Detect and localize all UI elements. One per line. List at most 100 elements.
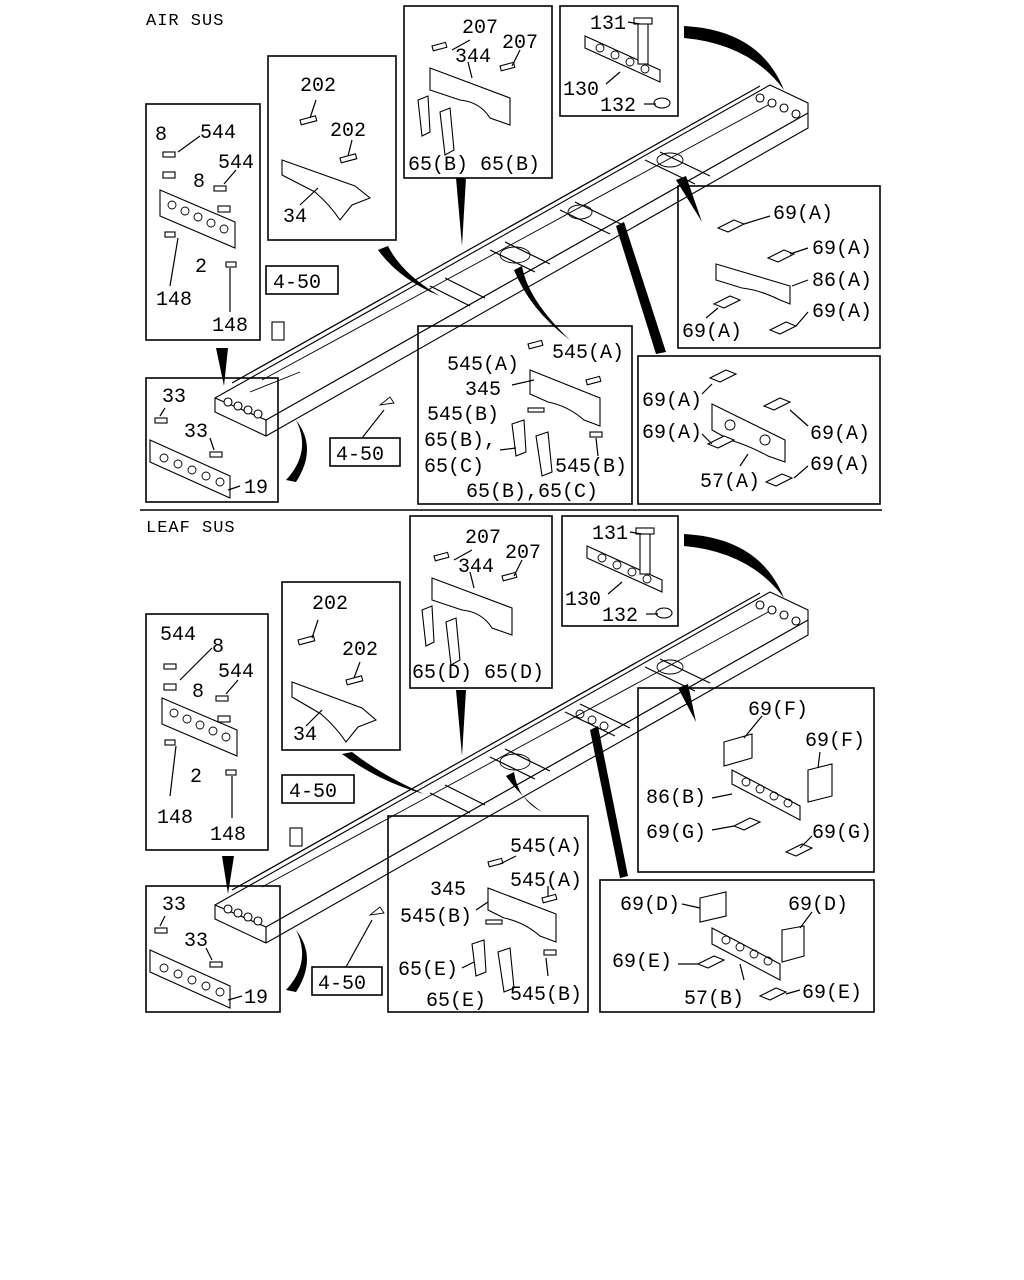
leaf-label-65d-1: 65(D) xyxy=(412,662,472,685)
leaf-crossmember-345-box: 545(A) 345 545(A) 545(B) 65(E) 65(E) 545… xyxy=(387,815,589,1013)
leaf-label-65e-1: 65(E) xyxy=(398,959,458,982)
leaf-label-2: 2 xyxy=(190,766,202,789)
air-callout-arrow-34 xyxy=(378,246,440,296)
air-frame-assembly xyxy=(214,84,809,437)
leaf-crossmember-19-box: 33 33 19 xyxy=(145,885,281,1013)
air-label-69a-8: 69(A) xyxy=(810,454,870,477)
leaf-label-69d-2: 69(D) xyxy=(788,894,848,917)
leaf-crossmember-344-box: 207 207 344 65(D) 65(D) xyxy=(409,515,553,689)
air-ref-label-2[interactable]: 4-50 xyxy=(336,444,384,467)
leaf-label-148a: 148 xyxy=(157,807,193,830)
air-label-33a: 33 xyxy=(162,386,186,409)
air-callout-arrow-19 xyxy=(286,420,307,482)
leaf-label-545a-1: 545(A) xyxy=(510,836,582,859)
air-label-202b: 202 xyxy=(330,120,366,143)
air-callout-arrow-344 xyxy=(456,178,466,246)
air-label-8a: 8 xyxy=(155,124,167,147)
leaf-label-19: 19 xyxy=(244,987,268,1010)
leaf-ref-4-50-upper[interactable]: 4-50 xyxy=(281,774,355,804)
air-label-69a-2: 69(A) xyxy=(812,238,872,261)
air-label-69a-1: 69(A) xyxy=(773,203,833,226)
air-label-69a-4: 69(A) xyxy=(682,321,742,344)
air-label-202a: 202 xyxy=(300,75,336,98)
leaf-label-344: 344 xyxy=(458,556,494,579)
leaf-label-202a: 202 xyxy=(312,593,348,616)
leaf-bracket-86b-box: 69(F) 69(F) 86(B) 69(G) 69(G) xyxy=(637,687,875,873)
leaf-label-86b: 86(B) xyxy=(646,787,706,810)
leaf-label-57b: 57(B) xyxy=(684,988,744,1011)
air-label-65b-2: 65(B) xyxy=(480,154,540,177)
air-label-207a: 207 xyxy=(462,17,498,40)
leaf-label-69g-2: 69(G) xyxy=(812,822,872,845)
air-bolt-detail-box: 131 130 132 xyxy=(559,5,679,118)
leaf-label-33a: 33 xyxy=(162,894,186,917)
air-label-131: 131 xyxy=(590,13,626,36)
leaf-label-33b: 33 xyxy=(184,930,208,953)
leaf-ref-4-50-lower[interactable]: 4-50 xyxy=(311,966,383,996)
air-label-65b-1: 65(B) xyxy=(408,154,468,177)
air-crossmember-344-box: 207 207 344 65(B) 65(B) xyxy=(403,5,553,179)
air-label-69a-7: 69(A) xyxy=(810,423,870,446)
leaf-label-148b: 148 xyxy=(210,824,246,847)
leaf-label-207b: 207 xyxy=(505,542,541,565)
leaf-sus-title: LEAF SUS xyxy=(146,519,236,538)
leaf-label-544a: 544 xyxy=(160,624,196,647)
leaf-callout-arrow-86b xyxy=(678,684,696,722)
air-label-69a-6: 69(A) xyxy=(642,422,702,445)
leaf-label-69f-2: 69(F) xyxy=(805,730,865,753)
air-callout-arrow-86a xyxy=(676,176,702,222)
leaf-label-131: 131 xyxy=(592,523,628,546)
air-label-69a-3: 69(A) xyxy=(812,301,872,324)
leaf-label-545b-2: 545(B) xyxy=(510,984,582,1007)
air-callout-arrow-57a xyxy=(616,222,666,354)
air-bracket-86a-box: 69(A) 69(A) 86(A) 69(A) 69(A) xyxy=(677,185,881,349)
leaf-label-544b: 544 xyxy=(218,661,254,684)
leaf-bolt-detail-box: 131 130 132 xyxy=(561,515,679,628)
leaf-ref-label-1[interactable]: 4-50 xyxy=(289,781,337,804)
air-crossmember-345-box: 545(A) 545(A) 345 545(B) 65(B), 65(C) 54… xyxy=(417,325,633,505)
air-label-148a: 148 xyxy=(156,289,192,312)
air-label-34: 34 xyxy=(283,206,307,229)
air-label-148b: 148 xyxy=(212,315,248,338)
air-sus-section: AIR SUS xyxy=(145,5,881,505)
air-ref-label-1[interactable]: 4-50 xyxy=(273,272,321,295)
leaf-label-69e-1: 69(E) xyxy=(612,951,672,974)
air-label-132: 132 xyxy=(600,95,636,118)
leaf-callout-arrow-2 xyxy=(222,856,234,894)
air-callout-arrow-2 xyxy=(216,348,228,386)
leaf-frame-assembly xyxy=(214,591,809,944)
air-label-545b-1: 545(B) xyxy=(427,404,499,427)
leaf-label-65d-2: 65(D) xyxy=(484,662,544,685)
leaf-label-69e-2: 69(E) xyxy=(802,982,862,1005)
leaf-crossmember-2-box: 544 8 544 8 2 148 148 xyxy=(145,613,269,851)
air-label-2: 2 xyxy=(195,256,207,279)
leaf-label-132: 132 xyxy=(602,605,638,628)
air-label-69a-5: 69(A) xyxy=(642,390,702,413)
leaf-callout-arrow-345 xyxy=(506,772,542,812)
air-label-345: 345 xyxy=(465,379,501,402)
leaf-label-8a: 8 xyxy=(212,636,224,659)
leaf-callout-arrow-344 xyxy=(456,690,466,756)
leaf-label-69g-1: 69(G) xyxy=(646,822,706,845)
air-label-33b: 33 xyxy=(184,421,208,444)
air-label-65b-comma: 65(B), xyxy=(424,430,496,453)
air-label-545a-2: 545(A) xyxy=(552,342,624,365)
air-ref-4-50-upper[interactable]: 4-50 xyxy=(265,265,339,295)
air-crossmember-19-box: 33 33 19 xyxy=(145,377,279,503)
leaf-label-545b-1: 545(B) xyxy=(400,906,472,929)
air-label-8b: 8 xyxy=(193,171,205,194)
leaf-callout-arrow-57b xyxy=(590,726,628,878)
leaf-label-545a-2: 545(A) xyxy=(510,870,582,893)
leaf-ref-label-2[interactable]: 4-50 xyxy=(318,973,366,996)
leaf-label-69d-1: 69(D) xyxy=(620,894,680,917)
leaf-label-69f-1: 69(F) xyxy=(748,699,808,722)
air-label-344: 344 xyxy=(455,46,491,69)
air-ref-4-50-lower[interactable]: 4-50 xyxy=(329,437,401,467)
leaf-label-207a: 207 xyxy=(465,527,501,550)
leaf-label-8b: 8 xyxy=(192,681,204,704)
leaf-callout-arrow-34 xyxy=(342,752,424,794)
air-label-19: 19 xyxy=(244,477,268,500)
leaf-label-130: 130 xyxy=(565,589,601,612)
leaf-label-65e-2: 65(E) xyxy=(426,990,486,1013)
